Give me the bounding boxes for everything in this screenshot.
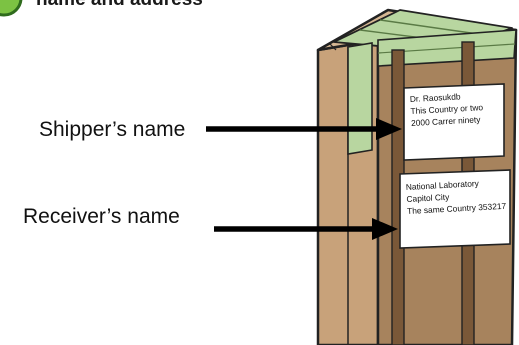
shipper-label: Dr. Raosukdb This Country or two 2000 Ca… xyxy=(404,84,504,160)
heading-text: name and address xyxy=(36,0,203,10)
heading-badge xyxy=(0,0,21,15)
heading-group: name and address xyxy=(0,0,203,15)
shipper-callout-label: Shipper’s name xyxy=(39,118,185,141)
front-tape-strap xyxy=(348,43,372,154)
receiver-callout-label: Receiver’s name xyxy=(23,205,180,228)
receiver-label: National Laboratory Capitol City The sam… xyxy=(400,170,510,248)
